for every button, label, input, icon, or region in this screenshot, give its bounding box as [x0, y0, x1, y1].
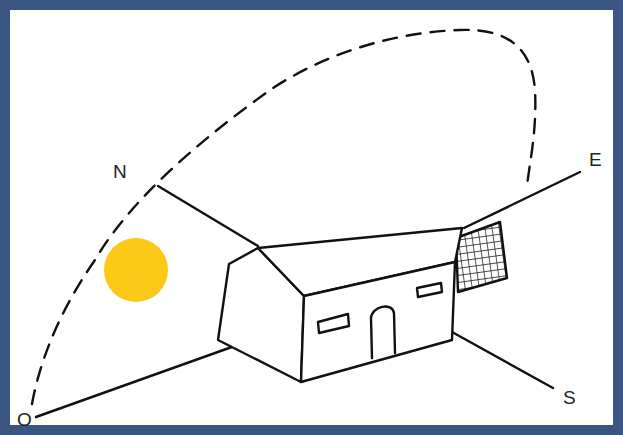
compass-label: E — [589, 150, 602, 169]
north-line — [158, 186, 258, 246]
sun-path — [32, 30, 535, 404]
house — [218, 222, 507, 382]
compass-label: S — [563, 388, 576, 407]
sun — [104, 238, 168, 302]
west-line — [36, 343, 243, 417]
compass-label: O — [17, 410, 32, 429]
compass-label: N — [113, 162, 127, 181]
east-line — [464, 172, 580, 228]
